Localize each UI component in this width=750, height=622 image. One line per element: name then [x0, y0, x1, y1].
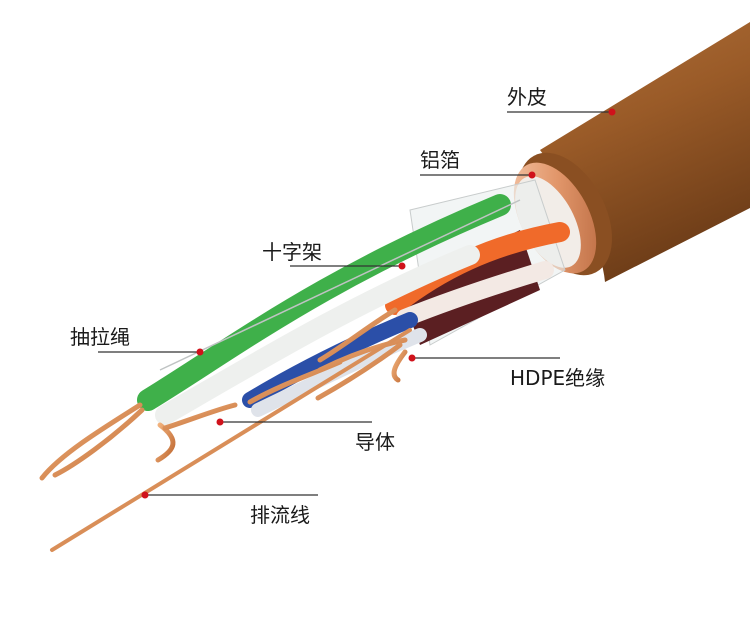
- green-white-wire: [155, 245, 480, 425]
- orange-white-wire: [396, 261, 554, 327]
- rip-cord: [159, 199, 521, 371]
- conductors: [39, 307, 408, 481]
- label-conductor: 导体: [355, 430, 395, 454]
- label-jacket: 外皮: [507, 85, 547, 109]
- leader-lines: [98, 111, 612, 496]
- label-cross-filler: 十字架: [262, 240, 322, 264]
- green-wire: [137, 194, 511, 411]
- label-foil: 铝箔: [420, 148, 460, 172]
- label-rip-cord: 抽拉绳: [70, 325, 130, 349]
- pointer-dots: [141, 108, 616, 499]
- label-drain-wire: 排流线: [250, 503, 310, 527]
- label-insulation: HDPE绝缘: [510, 366, 606, 390]
- drain-wire: [50, 328, 412, 552]
